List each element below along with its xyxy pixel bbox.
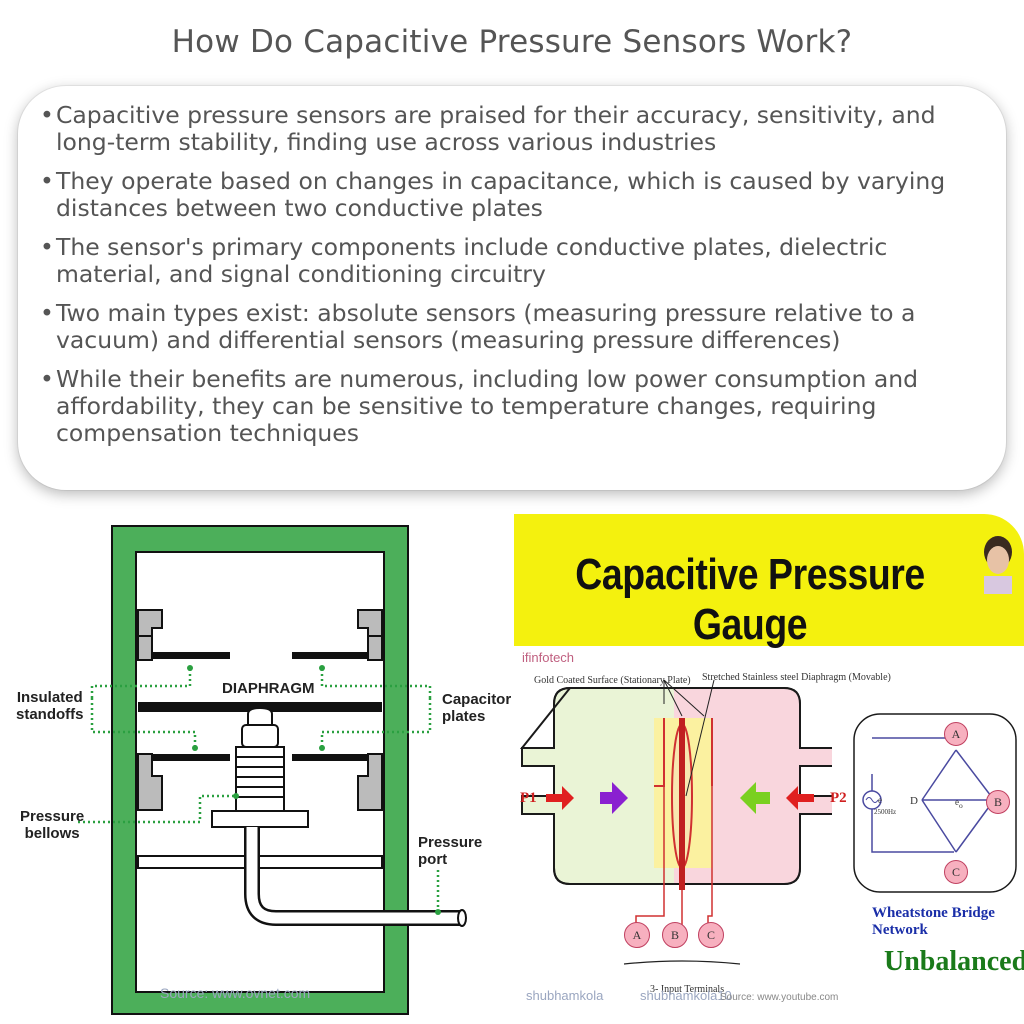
sensor-cross-section-diagram <box>78 525 467 1015</box>
pressure-port-label: Pressure port <box>418 834 483 868</box>
presenter-avatar <box>984 536 1012 594</box>
bullet-item: The sensor's primary components include … <box>40 234 1000 288</box>
input-terminals-label: 3- Input Terminals <box>650 984 725 995</box>
bridge-node-b: B <box>986 790 1010 814</box>
brand-watermark: ifinfotech <box>522 650 575 665</box>
bullet-list: Capacitive pressure sensors are praised … <box>40 102 1000 459</box>
left-source-credit: Source: www.ovnet.com <box>160 985 311 1001</box>
terminal-b: B <box>662 922 688 948</box>
insulated-standoffs-label: Insulated standoffs <box>16 689 84 723</box>
bullet-item: Two main types exist: absolute sensors (… <box>40 300 1000 354</box>
terminal-a: A <box>624 922 650 948</box>
unbalanced-label: Unbalanced <box>884 946 1024 977</box>
gauge-title: Capacitive Pressure Gauge <box>575 550 925 649</box>
bullet-item: Capacitive pressure sensors are praised … <box>40 102 1000 156</box>
output-e: e <box>955 797 959 807</box>
capacitor-plates-label: Capacitor plates <box>442 691 512 725</box>
terminal-c: C <box>698 922 724 948</box>
gauge-title-banner <box>514 514 1024 646</box>
page-title: How Do Capacitive Pressure Sensors Work? <box>171 24 853 60</box>
bullet-item: While their benefits are numerous, inclu… <box>40 366 1000 447</box>
source-voltage-label: e <box>878 795 882 805</box>
pressure-bellows-label: Pressure bellows <box>20 808 85 842</box>
credit-1: shubhamkola <box>526 988 604 1003</box>
gold-surface-label: Gold Coated Surface (Stationary Plate) <box>534 675 691 686</box>
right-source-credit: Source: www.youtube.com <box>720 992 839 1003</box>
output-voltage-label: eo <box>955 797 963 810</box>
credit-2: shubhamkola10 <box>640 988 732 1003</box>
p1-label: P1 <box>520 790 537 806</box>
diaphragm-label: DIAPHRAGM <box>222 680 315 697</box>
bullet-item: They operate based on changes in capacit… <box>40 168 1000 222</box>
source-frequency-label: 2500Hz <box>874 808 897 816</box>
bridge-node-d: D <box>910 795 918 807</box>
bridge-node-a: A <box>944 722 968 746</box>
capacitive-gauge-diagram <box>519 679 1017 965</box>
diaphragm-movable-label: Stretched Stainless steel Diaphragm (Mov… <box>702 672 891 683</box>
output-sub: o <box>959 800 963 810</box>
wheatstone-label: Wheatstone Bridge Network <box>872 905 995 938</box>
p2-label: P2 <box>830 790 847 806</box>
bridge-node-c: C <box>944 860 968 884</box>
